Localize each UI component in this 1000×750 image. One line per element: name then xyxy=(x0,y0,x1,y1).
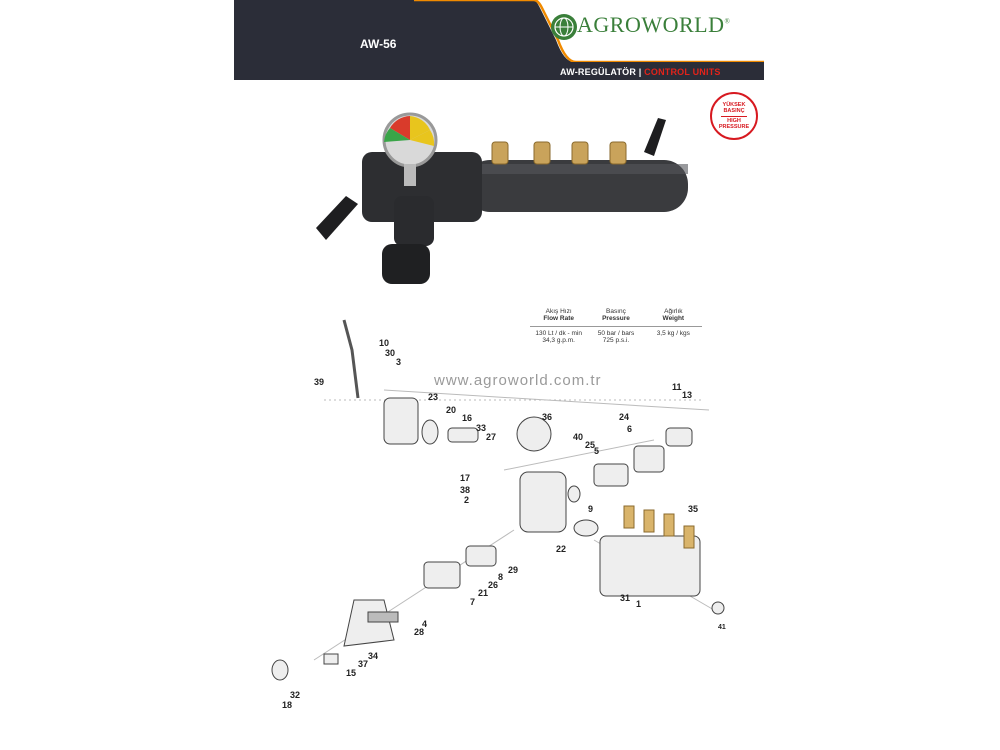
globe-logo-icon xyxy=(551,14,577,40)
part-number: 26 xyxy=(488,580,499,590)
part-number: 10 xyxy=(379,338,390,348)
part-number: 38 xyxy=(460,485,471,495)
website-watermark: www.agroworld.com.tr xyxy=(434,372,602,389)
part-number: 41 xyxy=(718,624,726,631)
part-number: 16 xyxy=(462,413,473,423)
product-photo xyxy=(316,112,688,284)
part-number: 36 xyxy=(542,412,553,422)
part-number: 25 xyxy=(585,440,596,450)
header-banner: AW-56 AGROWORLD® AW-REGÜLATÖR | CONTROL … xyxy=(234,0,764,80)
part-number: 28 xyxy=(414,627,425,637)
part-number: 18 xyxy=(282,700,293,710)
part-number: 1 xyxy=(636,599,642,609)
product-sheet: AW-56 AGROWORLD® AW-REGÜLATÖR | CONTROL … xyxy=(234,0,764,750)
part-number: 11 xyxy=(672,382,682,392)
part-number: 6 xyxy=(627,424,633,434)
part-number: 34 xyxy=(368,651,379,661)
part-number: 22 xyxy=(556,544,567,554)
part-number: 7 xyxy=(470,597,476,607)
part-number: 13 xyxy=(682,390,693,400)
part-number: 8 xyxy=(498,572,504,582)
part-number: 15 xyxy=(346,668,357,678)
part-number: 27 xyxy=(486,432,497,442)
part-number: 29 xyxy=(508,565,519,575)
exploded-parts-diagram xyxy=(271,319,725,681)
part-number: 9 xyxy=(588,504,594,514)
high-pressure-badge: YÜKSEK BASINÇ HIGH PRESSURE xyxy=(710,92,758,140)
part-number: 30 xyxy=(385,348,396,358)
brand-logo: AGROWORLD® xyxy=(577,12,731,37)
part-number: 33 xyxy=(476,423,487,433)
part-number: 20 xyxy=(446,405,457,415)
category-label: AW-REGÜLATÖR | CONTROL UNITS xyxy=(560,67,721,77)
spec-weight-value: 3,5 kg / kgs xyxy=(656,330,690,337)
part-number: 23 xyxy=(428,392,439,402)
part-number: 17 xyxy=(460,473,471,483)
part-number: 32 xyxy=(290,690,301,700)
part-number: 35 xyxy=(688,504,699,514)
part-number: 4 xyxy=(422,619,428,629)
part-number: 37 xyxy=(358,659,369,669)
part-number: 21 xyxy=(478,588,489,598)
part-number: 5 xyxy=(594,446,600,456)
part-number: 3 xyxy=(396,357,402,367)
part-number: 39 xyxy=(314,377,325,387)
header-graphic xyxy=(414,0,764,80)
part-number: 40 xyxy=(573,432,584,442)
model-title: AW-56 xyxy=(360,37,397,51)
part-number: 2 xyxy=(464,495,470,505)
part-number: 31 xyxy=(620,593,631,603)
part-number: 24 xyxy=(619,412,630,422)
